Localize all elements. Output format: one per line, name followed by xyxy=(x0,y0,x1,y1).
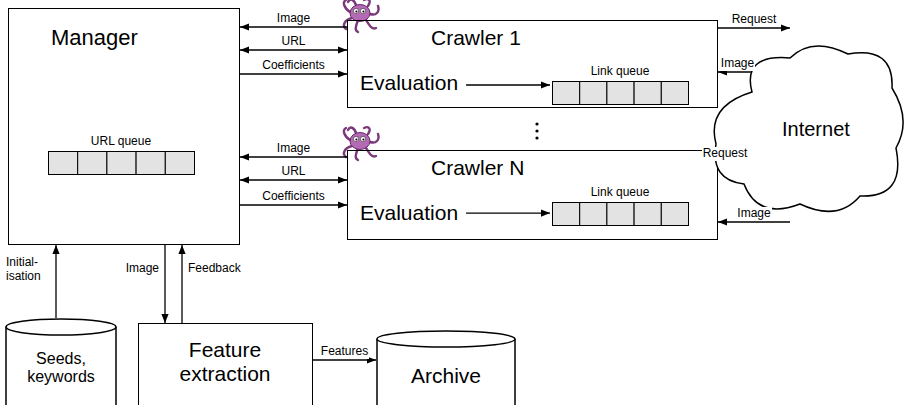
queue-cell xyxy=(634,203,661,226)
url-queue: URL queue xyxy=(48,151,194,175)
node-title: URL queue xyxy=(48,135,194,149)
crawler-box: Crawler N Evaluation Link queue xyxy=(347,150,718,240)
node-title: Archive xyxy=(376,364,516,388)
edge-label: Image xyxy=(736,207,771,221)
edge-label: Image xyxy=(720,57,755,71)
queue-cell xyxy=(634,82,661,105)
queue-cell xyxy=(580,82,607,105)
edge-label: Coefficients xyxy=(261,190,325,204)
connector-arrow xyxy=(240,156,347,157)
crawler-box: Crawler 1 Evaluation Link queue xyxy=(347,20,718,108)
connector-arrow xyxy=(240,204,347,205)
node-title: Internet xyxy=(782,118,850,141)
cloud-path xyxy=(714,46,903,211)
crawler-icon xyxy=(344,127,379,160)
queue-cell xyxy=(580,203,607,226)
connector-arrow xyxy=(240,179,347,180)
connector-arrow xyxy=(55,245,56,318)
node-title: Link queue xyxy=(552,186,688,200)
edge-label: URL xyxy=(280,35,306,49)
manager-box: ManagerURL queue xyxy=(8,8,240,245)
edge-label: Request xyxy=(702,147,749,161)
archive-database: Archive xyxy=(376,330,516,405)
connector-arrow xyxy=(181,245,182,323)
connector-arrow xyxy=(240,73,347,74)
queue-cell xyxy=(553,203,580,226)
queue-cell xyxy=(553,82,580,105)
edge-label: Initial- isation xyxy=(5,256,51,284)
node-title: Crawler N xyxy=(431,156,524,180)
seeds-database: Seeds, keywords xyxy=(5,318,117,405)
edge-label: Image xyxy=(276,142,311,156)
queue-cells xyxy=(552,81,688,105)
node-title: Feature extraction xyxy=(143,338,307,386)
crawler-icon xyxy=(344,0,379,32)
queue-cell xyxy=(661,203,688,226)
queue-cell xyxy=(136,152,165,175)
feature-extraction-box: Feature extraction xyxy=(138,323,313,405)
queue-cell xyxy=(78,152,107,175)
edge-label: Features xyxy=(320,345,369,359)
cylinder-top xyxy=(6,319,116,335)
evaluation-arrow xyxy=(466,84,550,85)
connector-arrow xyxy=(313,359,376,360)
connector-arrow xyxy=(240,26,347,27)
connector-arrow xyxy=(164,245,165,323)
node-text: Evaluation xyxy=(360,201,458,225)
edge-label: Image xyxy=(276,12,311,26)
cylinder-side xyxy=(377,339,515,405)
cylinder-top xyxy=(377,331,515,347)
node-title: Seeds, keywords xyxy=(11,350,111,387)
evaluation-arrow xyxy=(466,212,550,213)
edge-label: Coefficients xyxy=(261,59,325,73)
ellipsis-dot xyxy=(535,129,538,132)
cylinder-side xyxy=(6,327,116,405)
edge-label: URL xyxy=(280,165,306,179)
edge-label: Feedback xyxy=(187,262,242,276)
link-queue: Link queue xyxy=(552,202,688,226)
queue-cell xyxy=(107,152,136,175)
node-text: Evaluation xyxy=(360,71,458,95)
queue-cell xyxy=(607,82,634,105)
queue-cells xyxy=(552,202,688,226)
queue-cell xyxy=(49,152,78,175)
queue-cell xyxy=(165,152,194,175)
ellipsis-dot xyxy=(535,122,538,125)
queue-cells xyxy=(48,151,194,175)
connector-arrow xyxy=(718,27,790,28)
edge-label: Request xyxy=(731,13,778,27)
node-title: Crawler 1 xyxy=(431,26,521,50)
node-title: Manager xyxy=(51,25,138,50)
edge-label: Image xyxy=(125,262,160,276)
queue-cell xyxy=(661,82,688,105)
link-queue: Link queue xyxy=(552,81,688,105)
ellipsis-dot xyxy=(535,136,538,139)
queue-cell xyxy=(607,203,634,226)
connector-arrow xyxy=(240,49,347,50)
connector-arrow xyxy=(718,221,790,222)
node-title: Link queue xyxy=(552,65,688,79)
